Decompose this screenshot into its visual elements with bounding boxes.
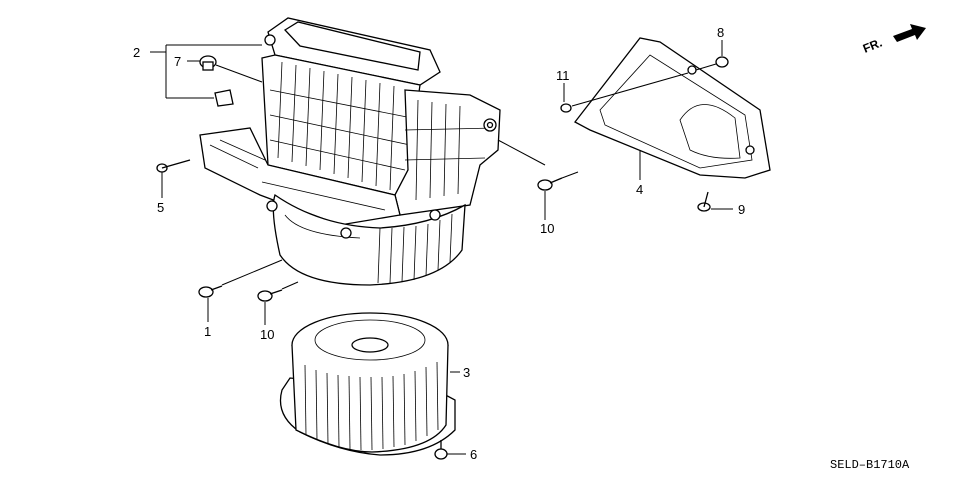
callout-4: 4 (636, 182, 643, 197)
clip-2 (214, 89, 234, 107)
direction-label: FR. (861, 36, 884, 56)
bolt-1 (198, 285, 223, 298)
bolt-10-right (537, 177, 563, 191)
screw-8 (715, 56, 729, 68)
blower-cover (574, 37, 771, 179)
callout-9: 9 (738, 202, 745, 217)
callout-5: 5 (157, 200, 164, 215)
blower-housing (199, 17, 501, 226)
callout-11: 11 (556, 68, 570, 83)
arrow-icon (893, 24, 926, 42)
front-direction-indicator: FR. (861, 24, 926, 56)
diagram-code: SELD–B1710A (830, 458, 910, 472)
bolt-10-left (257, 289, 283, 302)
callout-2: 2 (133, 45, 140, 60)
screw-9 (697, 191, 711, 212)
motor-case (266, 193, 466, 286)
callout-8: 8 (717, 25, 724, 40)
callout-1: 1 (204, 324, 211, 339)
callout-7: 7 (174, 54, 181, 69)
callout-3: 3 (463, 365, 470, 380)
leader-lines (150, 40, 733, 455)
callout-10-left: 10 (260, 327, 274, 342)
callout-6: 6 (470, 447, 477, 462)
callout-10-right: 10 (540, 221, 554, 236)
blower-fan (279, 312, 456, 456)
screw-11 (560, 103, 572, 113)
screw-5 (156, 159, 191, 173)
screw-7 (199, 55, 217, 71)
screw-6 (434, 440, 448, 460)
